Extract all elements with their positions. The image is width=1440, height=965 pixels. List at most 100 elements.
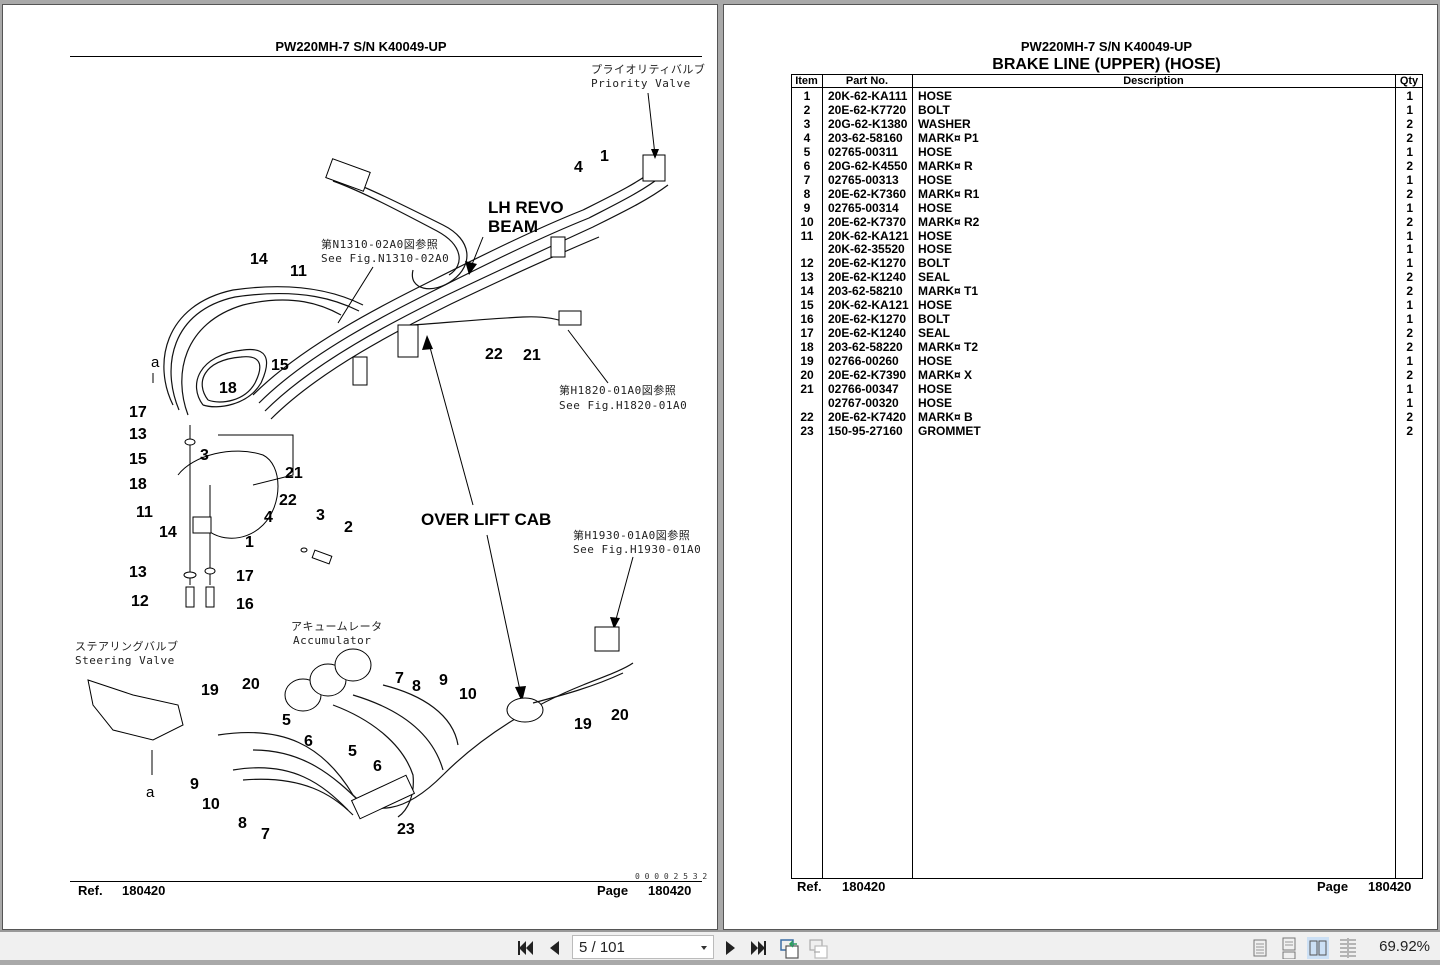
parts-table [791,74,1423,879]
callout: 4 [574,159,583,176]
lh-revo-beam-label: LH REVO BEAM [465,198,564,275]
description-cell: HOSE [918,381,953,396]
single-page-view-button[interactable] [1249,937,1271,959]
qty-cell: 1 [1406,144,1413,159]
qty-cell: 1 [1406,242,1413,257]
callout-numbers: 1 4 14 11 15 18 22 21 17 13 3 15 18 11 1… [129,148,629,843]
item-cell: 13 [800,270,814,285]
first-page-button[interactable] [516,938,536,958]
qty-cell: 2 [1406,284,1413,299]
part-number-cell: 02765-00311 [828,144,899,159]
callout: 14 [250,251,268,268]
qty-cell: 2 [1406,270,1413,285]
callout: 17 [236,568,254,585]
callout: 23 [397,821,415,838]
next-page-button[interactable] [720,938,740,958]
header-rule [70,56,702,57]
description-cell: HOSE [918,144,953,159]
qty-cell: 1 [1406,172,1413,187]
item-cell: 23 [800,423,814,438]
page-header: PW220MH-7 S/N K40049-UP [275,39,447,54]
over-lift-cab-label: OVER LIFT CAB [421,335,551,702]
callout: 20 [611,707,629,724]
zoom-level[interactable]: 69.92% [1379,938,1430,955]
callout: 15 [271,357,289,374]
column-header-description: Description [1123,75,1184,87]
previous-view-button[interactable] [779,938,799,959]
description-cell: BOLT [918,312,950,327]
column-header-item: Item [795,75,818,87]
description-cell: MARK¤ T1 [918,284,979,299]
description-cell: BOLT [918,256,950,271]
two-page-continuous-view-button[interactable] [1337,937,1359,959]
ref-label: Ref. [78,883,103,898]
callout: 8 [412,678,421,695]
svg-text:BEAM: BEAM [488,217,538,236]
svg-text:ステアリングバルブ: ステアリングバルブ [75,639,179,653]
part-number-cell: 20G-62-K1380 [828,116,908,131]
description-cell: GROMMET [918,423,981,438]
item-cell: 12 [800,256,814,271]
item-cell: 6 [803,158,811,173]
last-page-button[interactable] [748,938,768,958]
two-page-view-button[interactable] [1307,937,1329,959]
svg-text:アキュームレータ: アキュームレータ [291,620,383,633]
exploded-parts-diagram: プライオリティバルブ Priority Valve LH REVO BEAM 第… [75,62,707,881]
callout: 15 [129,451,147,468]
see-fig-n1310-label: 第N1310-02A0図参照 See Fig.N1310-02A0 [321,237,449,324]
callout: 21 [523,347,541,364]
description-cell: HOSE [918,172,953,187]
item-cell: 8 [803,186,811,201]
qty-cell: 2 [1406,409,1413,424]
callout: 17 [129,404,147,421]
svg-text:LH REVO: LH REVO [488,198,564,217]
qty-cell: 2 [1406,158,1413,173]
description-cell: HOSE [918,354,953,369]
item-cell: 18 [800,340,814,355]
svg-text:Priority Valve: Priority Valve [591,77,691,90]
section-title: BRAKE LINE (UPPER) (HOSE) [992,56,1221,73]
column-divider [912,74,913,879]
svg-text:a: a [146,784,155,801]
svg-text:Accumulator: Accumulator [293,634,371,647]
qty-cell: 1 [1406,354,1413,369]
item-cell: 10 [800,214,814,229]
page-number-select[interactable]: 5 / 101 [572,935,714,959]
description-cell: BOLT [918,102,950,117]
callout: 5 [348,743,357,760]
ref-value: 180420 [842,879,886,894]
description-cell: MARK¤ R1 [918,186,980,201]
description-cell: HOSE [918,395,953,410]
item-cell: 15 [800,298,814,313]
next-view-button[interactable] [808,938,828,959]
callout: 10 [459,686,477,703]
callout: 9 [439,672,448,689]
callout: 1 [600,148,609,165]
qty-cell: 2 [1406,130,1413,145]
callout: 21 [285,465,303,482]
continuous-view-button[interactable] [1278,937,1300,960]
part-number-cell: 20E-62-K1240 [828,270,907,285]
item-cell: 21 [800,381,814,396]
description-cell: HOSE [918,298,953,313]
part-number-cell: 203-62-58160 [828,130,903,145]
two-page-continuous-icon [1340,938,1356,958]
previous-view-icon [780,939,799,959]
two-page-icon [1309,940,1327,956]
previous-page-button[interactable] [545,938,565,958]
part-number-cell: 20E-62-K7370 [828,214,907,229]
callout: 4 [264,509,273,526]
part-number-cell: 02766-00260 [828,354,899,369]
description-cell: WASHER [918,116,971,131]
column-header-qty: Qty [1399,75,1419,87]
part-number-cell: 02766-00347 [828,381,899,396]
